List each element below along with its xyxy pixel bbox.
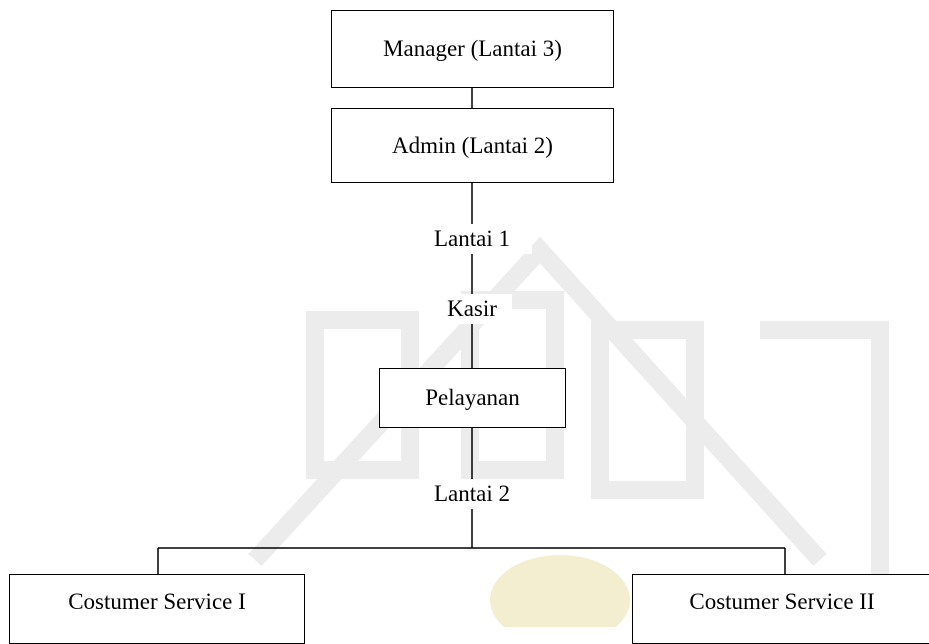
node-admin-label: Admin (Lantai 2) [392,132,553,158]
node-pelayanan-label: Pelayanan [425,385,520,410]
watermark-logo [248,236,889,627]
label-kasir: Kasir [432,294,512,324]
node-manager-label: Manager (Lantai 3) [383,36,562,61]
node-costumer-service-2-label: Costumer Service II [689,589,875,614]
label-lantai-2: Lantai 2 [412,479,532,509]
node-admin: Admin (Lantai 2) [331,108,614,183]
node-pelayanan: Pelayanan [379,368,566,428]
label-lantai-1: Lantai 1 [412,224,532,254]
node-costumer-service-1: Costumer Service I [9,574,305,644]
org-chart: Manager (Lantai 3) Admin (Lantai 2) Lant… [9,10,929,644]
node-costumer-service-1-label: Costumer Service I [68,589,246,614]
node-costumer-service-2: Costumer Service II [632,574,929,644]
node-manager: Manager (Lantai 3) [331,10,614,88]
